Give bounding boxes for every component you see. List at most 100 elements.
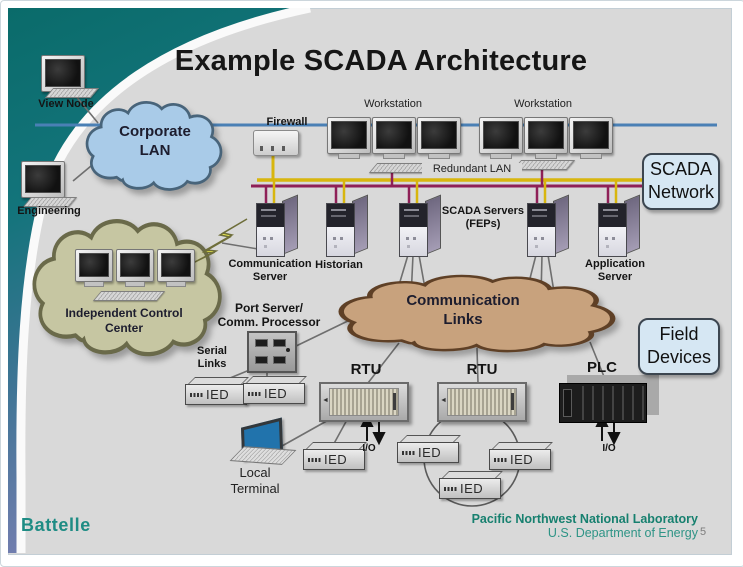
keyboard-icon [92,291,166,301]
label-line: (FEPs) [465,218,501,231]
view-node-label: View Node [38,98,94,110]
workstation-monitor-icon [524,117,568,159]
label-line: Field [659,324,699,344]
label-line: Server [597,271,633,284]
monitor-screen [573,121,609,149]
workstation-monitor-icon [327,117,371,159]
port-slot [273,356,286,364]
workstation-monitor-icon [569,117,613,159]
monitor-screen [528,121,564,149]
page-title: Example SCADA Architecture [174,45,588,77]
redundant-lan-buses [251,152,646,205]
monitor-screen [120,253,150,277]
ied-led-dots [494,457,507,462]
engineering-label: Engineering [17,205,81,217]
port-server-device-icon [247,331,297,373]
monitor-foot [580,154,602,159]
label-line: SCADA [649,159,712,179]
label-line: Links [443,310,483,328]
monitor-foot [490,154,512,159]
scada-servers-label: SCADA Servers (FEPs) [431,205,535,231]
ied-body: IED [489,449,551,470]
application-server-label: Application Server [573,258,657,284]
rtu-panel [447,388,517,416]
monitor-bezel [569,117,613,154]
ied-label: IED [510,452,534,467]
label-line: LAN [139,141,171,159]
monitor-bezel [21,161,65,198]
monitor-bezel [524,117,568,154]
port-slot [255,356,268,364]
corporate-lan-cloud [85,101,223,191]
label-line: Independent Control [65,306,183,320]
label-line: Port Server/ [234,301,304,315]
monitor-screen [161,253,191,277]
ied-label: IED [324,452,348,467]
monitor-bezel [372,117,416,154]
historian-label: Historian [315,259,363,271]
independent-control-center-label: Independent Control Center [39,306,209,336]
workstation-monitor-icon [479,117,523,159]
local-terminal-label: Local Terminal [207,465,303,496]
redundant-lan-label: Redundant LAN [422,163,522,177]
monitor-foot [428,154,450,159]
firewall-device-icon [253,130,299,156]
ied-body: IED [439,478,501,499]
plc-label: PLC [587,359,617,376]
monitor-screen [483,121,519,149]
corporate-lan-label: Corporate LAN [100,123,210,161]
monitor-screen [79,253,109,277]
label-line: Devices [646,347,712,368]
workstation-monitor-icon [372,117,416,159]
workstation-right-label: Workstation [514,98,572,110]
rtu-panel [329,388,399,416]
label-line: Center [104,321,143,335]
rtu-left-label: RTU [350,361,382,378]
rtu-right-label: RTU [466,361,498,378]
ied-device-icon: IED [489,442,553,472]
server-front [598,203,627,257]
page-number: 5 [700,526,707,538]
port-slot [255,339,268,347]
server-front [256,203,285,257]
historian-server-icon [326,194,372,257]
ied-led-dots [402,450,415,455]
ied-device-icon: IED [397,435,461,465]
monitor-foot [125,282,145,287]
port-slot [273,339,286,347]
label-line: Server [252,271,288,284]
ied-label: IED [418,445,442,460]
monitor-screen [45,59,81,87]
server-front [527,203,556,257]
monitor-screen [25,165,61,193]
monitor-foot [166,282,186,287]
ied-device-icon: IED [185,377,249,407]
scada-server-fep2-icon [527,194,573,257]
icc-monitor-icon [75,249,113,287]
monitor-bezel [41,55,85,92]
ied-body: IED [243,383,305,404]
label-line: SCADA Servers [441,205,525,217]
application-server-icon [598,194,644,257]
footer-dept: U.S. Department of Energy [547,526,698,541]
laptop-keyboard [229,446,297,465]
workstation-left-label: Workstation [364,98,422,110]
ied-device-icon: IED [243,376,307,406]
label-line: Terminal [230,480,280,496]
server-front [399,203,428,257]
ied-led-dots [308,457,321,462]
ied-device-icon: IED [439,471,503,501]
communication-server-label: Communication Server [224,258,316,284]
scada-network-callout: SCADA Network [642,153,720,210]
ied-led-dots [248,391,261,396]
plc-device-icon [559,383,647,423]
ied-body: IED [303,449,365,470]
corner-teal-shape [8,8,310,553]
label-line: Serial [197,345,227,357]
label-line: Application [585,258,645,270]
local-terminal-laptop-icon [229,417,297,471]
ied-body: IED [397,442,459,463]
rtu-device-icon [437,382,527,422]
label-line: Links [197,358,227,371]
